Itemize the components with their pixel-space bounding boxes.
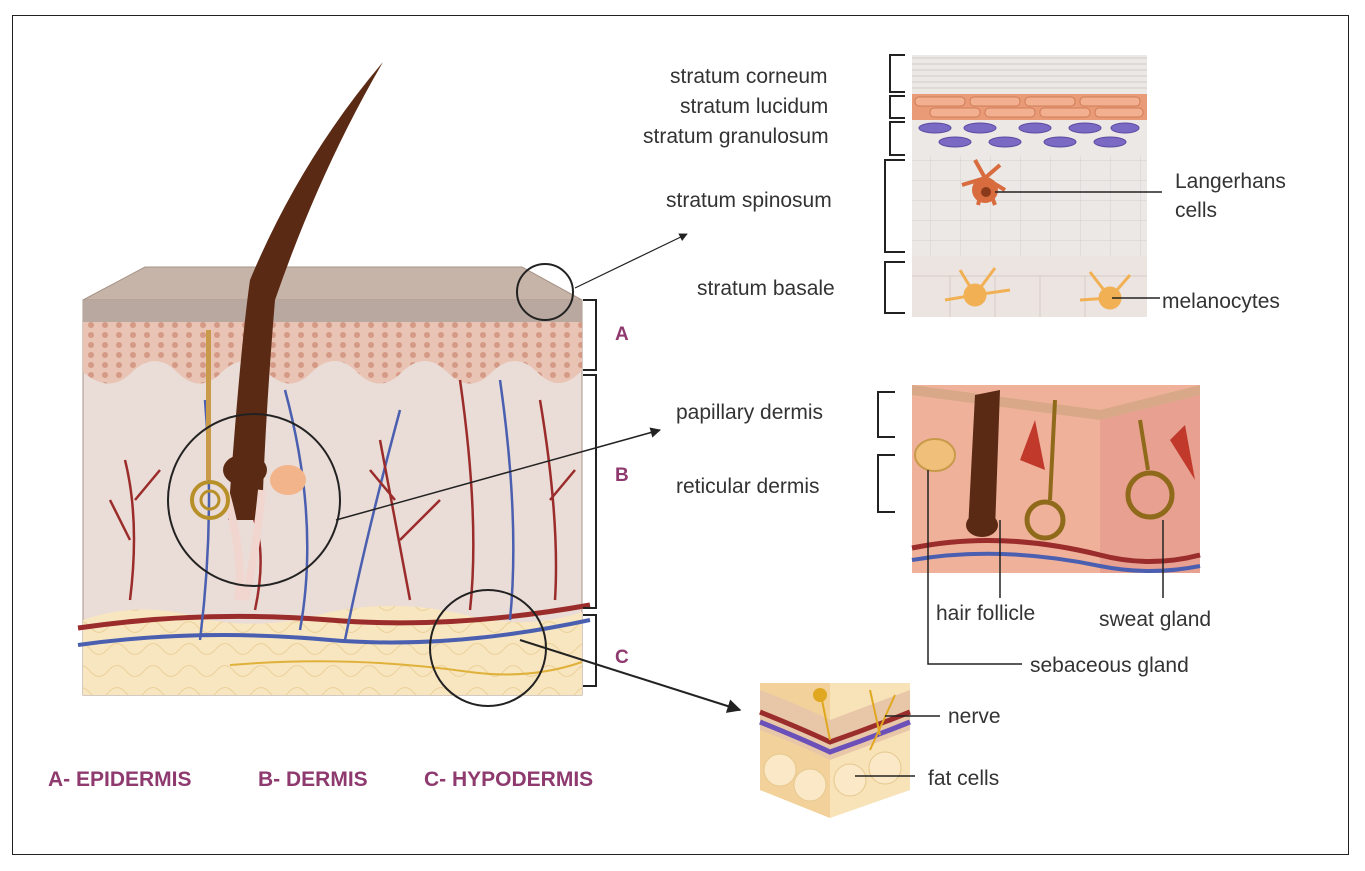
label-stratum-granulosum: stratum granulosum	[643, 125, 829, 148]
vein-horizontal	[77, 618, 591, 647]
skin-top-surface	[82, 266, 583, 301]
label-melanocytes: melanocytes	[1162, 290, 1280, 313]
zone-label-c: C	[615, 647, 629, 668]
zoom-arrows	[335, 233, 742, 713]
label-sebaceous-gland: sebaceous gland	[1030, 654, 1189, 677]
label-langerhans-line1: Langerhans	[1175, 170, 1286, 193]
label-stratum-corneum: stratum corneum	[670, 65, 828, 88]
spinosum-cells	[912, 156, 1147, 256]
label-stratum-lucidum: stratum lucidum	[680, 95, 829, 118]
label-reticular-dermis: reticular dermis	[676, 475, 820, 498]
skin-block	[77, 62, 591, 707]
zoom-circle-dermis	[167, 413, 341, 587]
bracket-a	[583, 299, 597, 371]
corneum-band	[83, 300, 582, 322]
legend-epidermis: A- EPIDERMIS	[48, 768, 192, 791]
zone-label-b: B	[615, 465, 629, 486]
dermis-inset-sweat-2	[1125, 470, 1175, 520]
label-stratum-basale: stratum basale	[697, 277, 835, 300]
label-fat-cells: fat cells	[928, 767, 1000, 790]
label-sweat-gland: sweat gland	[1099, 608, 1212, 631]
label-nerve: nerve	[948, 705, 1001, 728]
hair	[190, 62, 383, 601]
label-papillary-dermis: papillary dermis	[676, 401, 824, 424]
arrector-pili	[206, 330, 211, 480]
dermis-inset-hair	[968, 390, 1000, 530]
label-hair-follicle: hair follicle	[936, 602, 1036, 625]
arrow-to-hypodermis-inset	[519, 639, 742, 713]
legend-hypodermis: C- HYPODERMIS	[424, 768, 594, 791]
sweat-gland-coil	[190, 480, 230, 520]
dermis-inset-sebaceous	[914, 438, 956, 472]
hair-shaft	[228, 62, 383, 520]
zone-brackets	[583, 299, 597, 687]
melanocyte	[944, 267, 1132, 310]
artery-horizontal	[77, 602, 591, 631]
label-stratum-spinosum: stratum spinosum	[666, 189, 832, 212]
sebaceous-gland	[270, 465, 306, 495]
epidermis-inset	[884, 54, 1162, 317]
dermis-inset-side	[1100, 395, 1200, 573]
label-langerhans-line2: cells	[1175, 199, 1218, 222]
sebaceous-pointer	[927, 470, 1022, 665]
zone-label-a: A	[615, 324, 629, 345]
arrow-to-epidermis-inset	[574, 233, 688, 289]
dermis-inset-sweat-1	[1024, 499, 1066, 541]
arrow-to-dermis-inset	[335, 427, 662, 521]
legend-dermis: B- DERMIS	[258, 768, 368, 791]
dermis-inset	[877, 385, 1201, 665]
bracket-b	[583, 374, 597, 609]
zoom-circle-epidermis	[516, 263, 574, 321]
hypodermis-layer	[83, 605, 582, 695]
bracket-c	[583, 614, 597, 687]
hypodermis-inset	[759, 683, 940, 818]
langerhans-cell	[961, 159, 1007, 206]
